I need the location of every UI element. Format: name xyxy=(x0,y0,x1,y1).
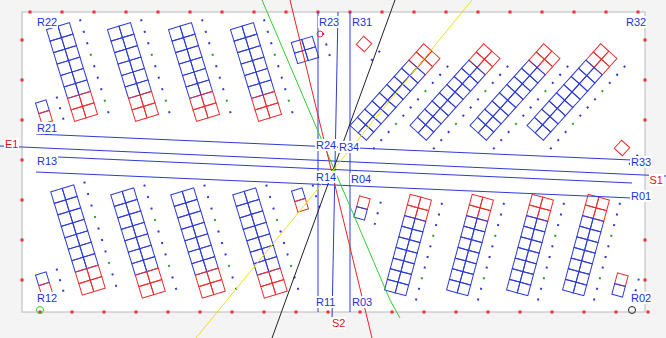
panel-table xyxy=(506,194,565,300)
panel-table xyxy=(384,194,443,300)
area-label: R21 xyxy=(36,122,58,134)
road-edge xyxy=(318,12,319,312)
panel-table xyxy=(171,184,238,300)
survey-line xyxy=(290,0,372,338)
area-label: S1 xyxy=(649,174,664,186)
panel-table xyxy=(469,44,569,150)
area-label: R34 xyxy=(338,141,360,153)
area-label: S2 xyxy=(331,317,346,329)
panel-table xyxy=(46,19,109,123)
point-marker xyxy=(317,31,323,37)
corner-marker xyxy=(629,307,636,314)
area-label: R13 xyxy=(36,155,58,167)
panel-table xyxy=(111,184,178,300)
area-label: R31 xyxy=(351,16,373,28)
area-label: R23 xyxy=(318,16,340,28)
road-edge xyxy=(350,12,351,312)
panel-table xyxy=(291,33,331,66)
panel-table xyxy=(230,19,293,123)
panel-table xyxy=(562,194,621,300)
area-label: R12 xyxy=(36,292,58,304)
road-edge xyxy=(36,134,632,160)
panel-table xyxy=(446,194,505,300)
panel-table xyxy=(353,196,381,225)
area-label: R02 xyxy=(630,292,652,304)
area-label: R22 xyxy=(36,16,58,28)
area-label: R11 xyxy=(315,296,336,308)
area-label: R33 xyxy=(630,156,652,168)
area-label: R32 xyxy=(625,16,647,28)
survey-line xyxy=(262,0,400,318)
area-label: R14 xyxy=(315,171,337,183)
area-label: R24 xyxy=(315,139,337,151)
corner-marker xyxy=(37,307,44,314)
panel-table xyxy=(51,181,118,297)
panel-table xyxy=(526,44,626,150)
panel-table xyxy=(233,184,300,300)
area-label: R01 xyxy=(630,190,652,202)
area-label: E1 xyxy=(4,138,19,150)
area-label: R03 xyxy=(351,296,373,308)
panel-table xyxy=(168,19,231,123)
panel-table xyxy=(107,19,170,123)
area-label: R04 xyxy=(350,173,372,185)
panel-table xyxy=(292,184,321,214)
panel-table xyxy=(349,44,449,150)
survey-line xyxy=(196,0,472,338)
